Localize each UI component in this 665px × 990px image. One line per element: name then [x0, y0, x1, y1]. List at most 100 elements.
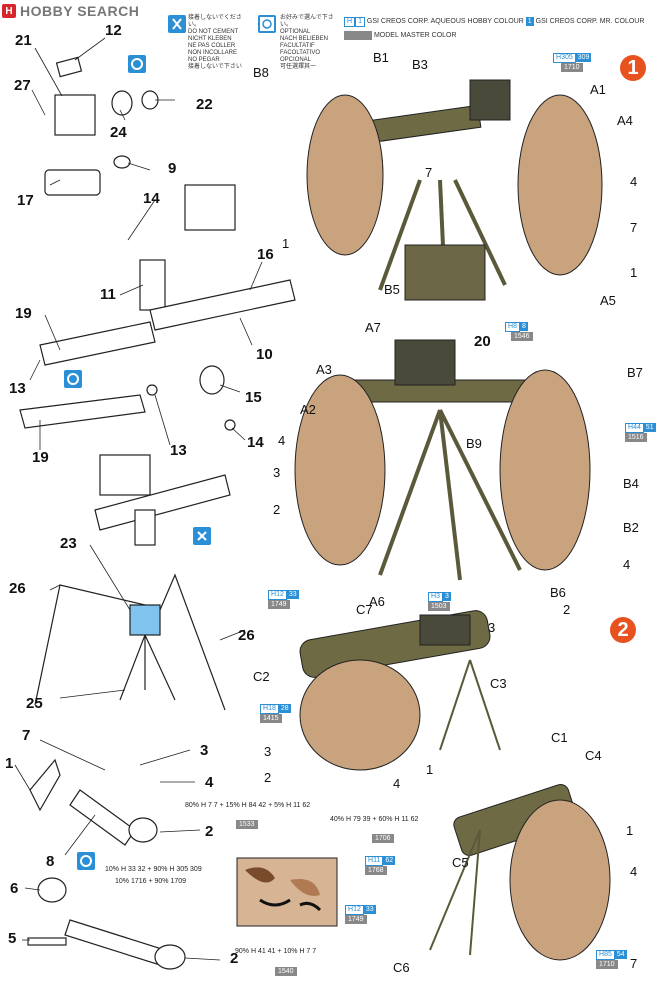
fig-label-4f: 4 [630, 864, 638, 879]
do-not-cement-icon [168, 15, 186, 33]
part-num-4: 4 [205, 774, 214, 791]
fig-label-a2: A2 [300, 402, 316, 417]
part-num-23: 23 [60, 535, 77, 552]
part-num-12: 12 [105, 22, 122, 39]
mix-formula-2: 40% H 79 39 + 60% H 11 62 [330, 816, 419, 823]
part-num-19b: 19 [32, 449, 49, 466]
part-num-8: 8 [46, 853, 55, 870]
part-num-3: 3 [200, 742, 209, 759]
fig-label-20: 20 [474, 333, 491, 350]
fig-label-4e: 4 [393, 776, 401, 791]
part-num-7: 7 [22, 727, 31, 744]
site-logo-icon: H [2, 4, 16, 18]
figure-group-step1b [294, 339, 591, 581]
launcher-tube-drawing [149, 279, 296, 331]
mix-formula-4: 90% H 41 41 + 10% H 7 7 [235, 948, 317, 955]
part-num-26b: 26 [238, 627, 255, 644]
fig-label-3b: 3 [488, 620, 496, 635]
fig-label-c1: C1 [551, 730, 568, 745]
battery-20 [404, 244, 486, 301]
launcher-sight-drawing [184, 184, 236, 231]
fig-label-a3: A3 [316, 362, 332, 377]
fig-label-1b: 1 [630, 265, 638, 280]
fig-label-3c: 3 [264, 744, 272, 759]
fig-label-2b: 2 [563, 602, 571, 617]
part-num-22: 22 [196, 96, 213, 113]
tow-sight-1 [469, 79, 511, 121]
missile-lower-drawing [64, 919, 166, 966]
sight-cap-drawing [55, 56, 83, 78]
bracket-drawing [139, 259, 166, 311]
optional-icon-left [128, 55, 146, 73]
fig-label-7b: 7 [630, 220, 638, 235]
fig-label-1d: 1 [626, 823, 634, 838]
tow-sight-3 [419, 614, 471, 646]
fig-label-b3: B3 [412, 57, 428, 72]
fig-label-b2: B2 [623, 520, 639, 535]
fig-label-7c: 7 [630, 956, 638, 971]
cap-2-drawing [128, 817, 158, 843]
fig-label-2: 2 [273, 502, 281, 517]
site-header: H HOBBY SEARCH [2, 2, 139, 20]
fig-label-4: 4 [630, 174, 638, 189]
lens-drawing [111, 90, 133, 116]
part-num-24: 24 [110, 124, 127, 141]
assembled-sight-drawing [99, 454, 151, 496]
fig-label-a7: A7 [365, 320, 381, 335]
fig-label-2c: 2 [264, 770, 272, 785]
fig-label-a4: A4 [617, 113, 633, 128]
do-not-cement-icon-left [193, 527, 211, 545]
fig-label-c4: C4 [585, 748, 602, 763]
tripod-legs-drawing [119, 634, 176, 701]
fig-label-b5: B5 [384, 282, 400, 297]
site-name: HOBBY SEARCH [20, 3, 140, 19]
part-14-drawing [224, 419, 236, 431]
tripod-3 [439, 659, 501, 751]
part-num-25: 25 [26, 695, 43, 712]
fig-label-4d: 4 [623, 557, 631, 572]
fig-label-1: 1 [282, 236, 290, 251]
part-num-19: 19 [15, 305, 32, 322]
tripod-leg-26-right-drawing [159, 573, 226, 711]
part-num-6: 6 [10, 880, 19, 897]
fig-label-4c: 4 [278, 433, 286, 448]
figure-group-step1 [306, 79, 603, 301]
soldier-c-figure-2 [509, 799, 611, 961]
part-num-27: 27 [14, 77, 31, 94]
part-num-13b: 13 [170, 442, 187, 459]
missile-8-drawing [69, 789, 136, 846]
part-num-13: 13 [9, 380, 26, 397]
part-num-14: 14 [143, 190, 160, 207]
fig-label-b8: B8 [253, 65, 269, 80]
fig-label-b1: B1 [373, 50, 389, 65]
camo-swatch [236, 857, 338, 927]
tube-19-drawing [39, 321, 156, 366]
part-num-16: 16 [257, 246, 274, 263]
part-num-9: 9 [168, 160, 177, 177]
tripod-head-drawing [129, 604, 161, 636]
mix-formula-1: 80% H 7 7 + 15% H 84 42 + 5% H 11 62 [185, 802, 311, 809]
fig-label-c5: C5 [452, 855, 469, 870]
cap-2b-drawing [154, 944, 186, 970]
mix-mm-2: 1706 [372, 827, 394, 845]
mix-formula-3: 10% H 33 32 + 90% H 305 309 [105, 866, 202, 873]
part-13-drawing [146, 384, 158, 396]
mix-mm-1: 1533 [236, 813, 258, 831]
part-num-21: 21 [15, 32, 32, 49]
mix-mm-3: 10% 1716 + 90% 1709 [115, 878, 187, 885]
fig-label-a6: A6 [369, 594, 385, 609]
sight-body-drawing [54, 94, 96, 136]
tripod-leg-26-left-drawing [34, 584, 146, 706]
soldier-a-figure [517, 94, 603, 276]
